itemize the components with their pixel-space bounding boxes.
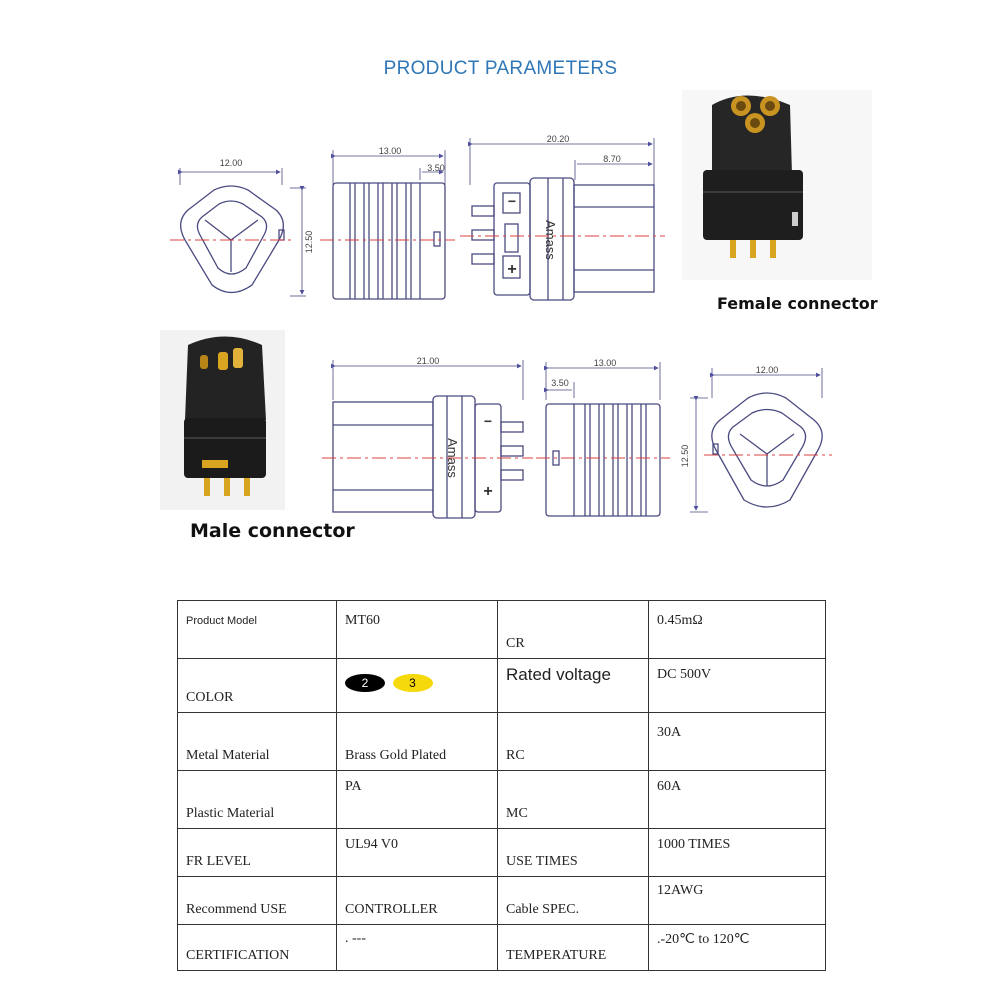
spec-label: Cable SPEC. [497, 876, 649, 925]
dim-male-back-tab: 3.50 [551, 378, 569, 388]
spec-label: TEMPERATURE [497, 924, 649, 971]
spec-value: 30A [648, 712, 826, 771]
spec-label: RC [497, 712, 649, 771]
spec-value: 12AWG [648, 876, 826, 925]
page-title: PRODUCT PARAMETERS [383, 58, 618, 79]
brand-mark-female: Amass [543, 220, 558, 260]
spec-label: FR LEVEL [177, 828, 337, 877]
table-row: Recommend USE CONTROLLER Cable SPEC. 12A… [177, 876, 826, 925]
dim-female-mate-length: 20.20 [547, 134, 570, 144]
spec-value: PA [336, 770, 498, 829]
table-row: COLOR 2 3 Rated voltage DC 500V [177, 658, 826, 713]
female-connector-photo [682, 90, 872, 280]
spec-label: Product Model [177, 600, 337, 659]
svg-text:−: − [508, 193, 516, 209]
spec-value: . --- [336, 924, 498, 971]
spec-table: Product Model MT60 CR 0.45mΩ COLOR 2 3 R… [177, 600, 826, 971]
technical-drawings: 12.00 12.50 13.00 3.50 [160, 90, 872, 519]
dim-female-front-width: 12.00 [220, 158, 243, 168]
dim-male-front-height: 12.50 [680, 445, 690, 468]
svg-text:+: + [483, 483, 492, 500]
spec-value: DC 500V [648, 658, 826, 713]
male-side-view [331, 360, 524, 519]
spec-label: CERTIFICATION [177, 924, 337, 971]
spec-label: CR [497, 600, 649, 659]
dim-male-front-width: 12.00 [756, 365, 779, 375]
male-front-view [690, 368, 823, 513]
dim-male-side-length: 21.00 [417, 356, 440, 366]
spec-value: 1000 TIMES [648, 828, 826, 877]
spec-value: 0.45mΩ [648, 600, 826, 659]
spec-value: CONTROLLER [336, 876, 498, 925]
spec-label: COLOR [177, 658, 337, 713]
spec-label: MC [497, 770, 649, 829]
female-front-view [178, 168, 306, 297]
table-row: Product Model MT60 CR 0.45mΩ [177, 600, 826, 659]
table-row: Plastic Material PA MC 60A [177, 770, 826, 829]
male-connector-caption: Male connector [190, 520, 355, 542]
dim-female-front-height: 12.50 [304, 231, 314, 254]
dim-female-side-length: 13.00 [379, 146, 402, 156]
spec-label: Plastic Material [177, 770, 337, 829]
spec-label: Recommend USE [177, 876, 337, 925]
female-mate-view [468, 138, 655, 301]
color-swatch-black: 2 [345, 673, 385, 692]
spec-label: USE TIMES [497, 828, 649, 877]
svg-text:−: − [484, 413, 492, 429]
spec-value: Brass Gold Plated [336, 712, 498, 771]
table-row: CERTIFICATION . --- TEMPERATURE .-20℃ to… [177, 924, 826, 971]
table-row: Metal Material Brass Gold Plated RC 30A [177, 712, 826, 771]
spec-value: 60A [648, 770, 826, 829]
spec-value: MT60 [336, 600, 498, 659]
female-side-view [331, 150, 446, 300]
male-connector-photo [160, 330, 285, 510]
dim-female-side-tab: 3.50 [427, 163, 445, 173]
dim-male-back-length: 13.00 [594, 358, 617, 368]
table-row: FR LEVEL UL94 V0 USE TIMES 1000 TIMES [177, 828, 826, 877]
color-swatches: 2 3 [336, 658, 498, 713]
male-back-view [544, 362, 661, 517]
spec-label: Rated voltage [497, 658, 649, 713]
spec-value: UL94 V0 [336, 828, 498, 877]
dim-female-mate-part: 8.70 [603, 154, 621, 164]
spec-label: Metal Material [177, 712, 337, 771]
svg-text:+: + [507, 261, 516, 278]
female-connector-caption: Female connector [717, 294, 878, 313]
color-swatch-yellow: 3 [392, 673, 433, 692]
spec-value: .-20℃ to 120℃ [648, 924, 826, 971]
